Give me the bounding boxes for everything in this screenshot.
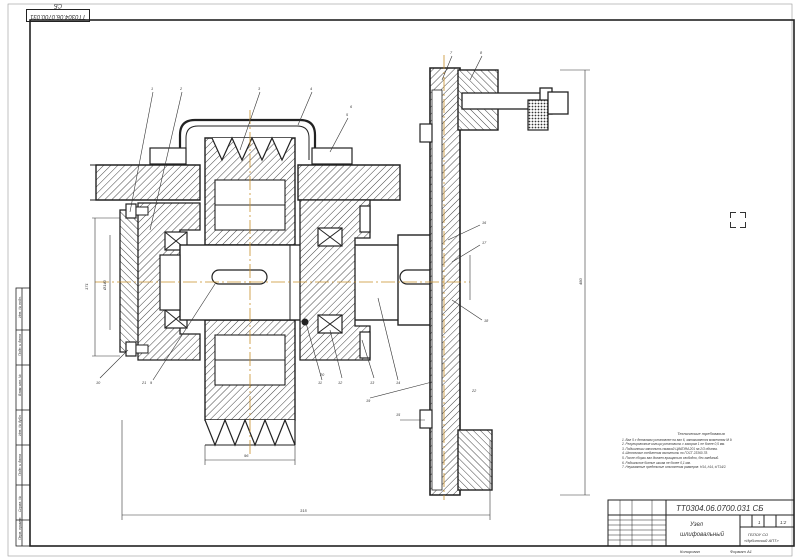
title-name-1: Узел [689,522,704,528]
leader-number: 3 [258,87,261,91]
notes-line: 4. Шпоночные соединения выполнить по ГОС… [622,451,708,456]
dimension-lines [92,69,590,520]
svg-text:Ø140: Ø140 [102,279,107,291]
side-strip-label: Инв. № дубл. [18,414,22,436]
screw-grip [527,99,549,131]
sheet-frame [29,19,795,547]
leader-number: 22 [471,389,477,393]
belt-guard [178,118,317,160]
sheet-corner-stamp: ТТ0304.06.0700.031 СБ [26,2,90,22]
leader-number: 21 [141,381,146,385]
dimension-text: 171 Ø140 315 96 480 [84,278,583,513]
title-designation: ТТ0304.06.0700.031 СБ [676,504,764,513]
support-beam-right [297,164,401,201]
leader-number: 19 [366,399,371,403]
leader-number: 16 [482,221,487,225]
leader-number: 12 [338,381,343,385]
leader-number: 7 [450,51,453,55]
sheet-outer-border [7,3,793,557]
title-block [607,499,795,547]
svg-text:Копировал: Копировал [680,549,701,554]
leader-lines [99,55,483,421]
side-strip-label: Инв. № подл. [18,296,22,318]
notes-line: 2. Регулировочные кольца установить с за… [622,442,726,447]
notes-line: 6. Радиальное биение шкива не более 0,1 … [622,460,691,465]
leader-number: 8 [480,51,483,55]
notes-line: 1. Вал 5 с деталями установлен на вал 6,… [622,437,733,442]
side-strip [15,287,31,547]
leader-number: 14 [396,381,400,385]
plate-bolt-top [419,123,433,143]
shaft-keyway-left [211,269,268,285]
expand-icon[interactable] [730,212,746,228]
leader-number: 10 [96,381,101,385]
guard-bolt-right [311,147,353,165]
svg-text:1: 1 [758,520,761,525]
technical-requirements: Технические требования 1. Вал 5 с деталя… [622,431,780,470]
seal-ring [301,318,309,326]
leader-number: 18 [484,319,489,323]
leader-number: 9 [150,381,153,385]
notes-heading: Технические требования [677,431,725,436]
shaft-step [159,254,181,311]
centerlines [95,55,470,500]
svg-text:Формат А1: Формат А1 [730,549,752,554]
notes-line: 5. После сборки вал должен вращаться сво… [622,455,720,460]
support-beam-top [95,164,201,201]
side-strip-label: Справ. № [18,496,22,512]
side-strip-label: Взам. инв. № [18,374,22,396]
notes-line: 3. Подшипники заполнить смазкой ЦИАТИМ-2… [622,446,718,451]
side-strip-label: Перв. примен. [18,517,22,540]
svg-text:480: 480 [578,278,583,285]
notes-line: 7. Неуказанные предельные отклонения раз… [622,465,727,470]
leader-number: 4 [310,87,312,91]
svg-text:«Ирбитский АПТ»: «Ирбитский АПТ» [744,538,779,543]
leader-number: 2 [179,87,183,91]
main-view [90,67,569,496]
guard-bolt-left [149,147,187,165]
svg-text:ГБПОУ СО: ГБПОУ СО [748,532,768,537]
leader-number: 17 [482,241,487,245]
svg-text:96: 96 [244,453,249,458]
side-strip-label: Подп. и дата [18,334,22,356]
leader-number: 6 [350,105,353,109]
lower-bracket [457,429,493,491]
pulley-grooves-top [211,136,293,162]
plate-bolt-bottom [419,409,433,429]
side-strip-label: Подп. и дата [18,454,22,476]
svg-text:315: 315 [300,508,307,513]
leader-number: 15 [396,413,401,417]
leader-number: 11 [318,381,322,385]
title-name-2: шлифовальный [680,531,725,538]
leader-number: 1 [151,87,153,91]
leader-number: 20 [319,373,325,377]
leader-number: 5 [346,113,349,117]
leader-number: 13 [370,381,375,385]
bolt-left-bottom [125,341,137,357]
svg-text:1:2: 1:2 [780,520,787,525]
svg-text:171: 171 [84,283,89,290]
